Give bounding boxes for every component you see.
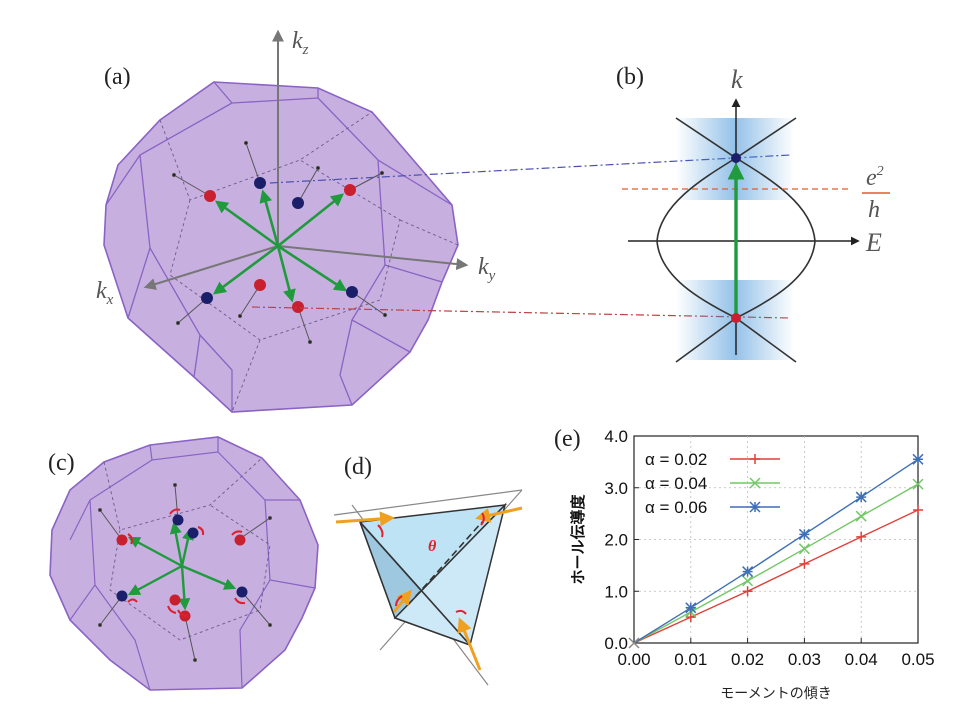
data-point	[855, 491, 867, 503]
weyl-point-top	[731, 153, 741, 163]
kx-label: kx	[96, 278, 114, 308]
e-axis-label: E	[865, 228, 882, 257]
data-point	[749, 477, 761, 489]
data-point	[628, 637, 640, 649]
data-point	[742, 566, 754, 578]
hall-conductance-chart: 0.00 0.01 0.02 0.03 0.04 0.05 0.0 1.0 2.0 3.0 4.0 モ…	[569, 427, 935, 702]
y-tick-label: 4.0	[604, 427, 628, 446]
brillouin-zone-c	[49, 436, 319, 691]
data-point	[912, 453, 924, 465]
y-axis-label: ホール伝導度	[569, 494, 587, 585]
k-axis-label: k	[731, 65, 743, 94]
data-point	[913, 505, 923, 516]
x-tick-label: 0.03	[788, 650, 821, 669]
k-axes-a	[143, 29, 469, 290]
weyl-point-bottom	[731, 313, 741, 323]
data-point	[798, 543, 810, 555]
data-point	[856, 531, 867, 542]
panel-c-label: (c)	[48, 450, 75, 476]
data-point	[685, 612, 696, 623]
tetra-axis	[407, 521, 483, 606]
y-tick-label: 3.0	[604, 479, 628, 498]
panel-b-label: (b)	[616, 64, 644, 90]
x-tick-label: 0.04	[845, 650, 878, 669]
angle-arcs-d	[377, 512, 485, 615]
x-tick-label: 0.05	[901, 650, 934, 669]
x-tick-label: 0.02	[731, 650, 764, 669]
spin-arrows-d	[335, 506, 523, 671]
series-line	[633, 509, 919, 644]
x-tick-label: 0.00	[617, 650, 650, 669]
weyl-stalks-a	[171, 140, 388, 345]
legend-label: α = 0.04	[645, 474, 707, 493]
tetra-face-right	[393, 502, 507, 646]
x-axis-label: モーメントの傾き	[720, 686, 831, 702]
data-point	[855, 510, 867, 522]
data-point	[742, 575, 754, 587]
theta-label: θ	[428, 538, 437, 555]
series-line	[633, 483, 919, 644]
hidden-edges-a	[159, 111, 459, 413]
series-line	[633, 458, 919, 644]
y-tick-label: 2.0	[604, 531, 628, 550]
panel-a-label: (a)	[104, 64, 131, 90]
d-ext-1	[333, 489, 523, 516]
data-point	[912, 478, 924, 490]
zone-edges-c	[69, 437, 316, 691]
ky-label: ky	[478, 254, 496, 284]
panel-d-label: (d)	[344, 454, 372, 480]
panel-c: (c)	[48, 436, 319, 691]
data-point	[742, 586, 753, 597]
panel-d: (d) θ	[333, 454, 523, 686]
hidden-edges-c	[103, 457, 271, 641]
x-tick-label: 0.01	[674, 650, 707, 669]
kz-label: kz	[292, 28, 309, 58]
data-point	[799, 558, 810, 569]
panel-e-label: (e)	[554, 426, 581, 452]
weyl-points-a	[201, 177, 358, 313]
weyl-points-c	[116, 514, 248, 622]
zone-edges-a	[105, 81, 453, 412]
y-tick-label: 1.0	[604, 582, 628, 601]
panel-a: (a)	[96, 28, 791, 413]
fraction-numerator: e2	[866, 164, 884, 191]
data-point	[749, 501, 761, 513]
berry-arcs-c	[127, 508, 246, 617]
data-point	[798, 528, 810, 540]
green-arrows-c	[127, 521, 237, 611]
legend-label: α = 0.06	[645, 498, 707, 517]
panel-b: (b) k E e2 h	[616, 64, 890, 363]
panel-e: (e) 0.00 0.01 0.02 0.03 0.04 0.05 0.0 1.0 2.0 3.0…	[554, 426, 935, 702]
fraction-denominator: h	[868, 197, 880, 223]
green-arrows-a	[212, 189, 348, 303]
data-point	[685, 602, 697, 614]
legend-label: α = 0.02	[645, 450, 707, 469]
y-tick-label: 0.0	[604, 634, 628, 653]
data-point	[750, 454, 760, 464]
tetra-edge	[359, 521, 471, 646]
